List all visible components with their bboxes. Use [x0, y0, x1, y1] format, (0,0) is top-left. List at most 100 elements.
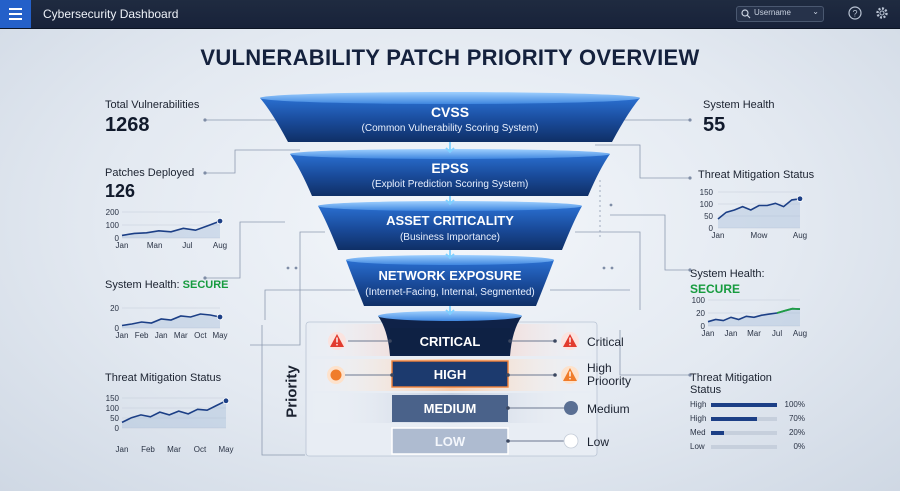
series-area	[122, 314, 220, 328]
x-tick-label: Aug	[793, 329, 807, 338]
x-tick-label: Jan	[155, 331, 168, 340]
funnel-subtitle-asset: (Business Importance)	[399, 232, 501, 243]
y-tick-label: 100	[106, 404, 120, 413]
priority-label-critical: CRITICAL	[419, 334, 481, 349]
series-line	[717, 198, 801, 220]
search-icon	[741, 9, 751, 19]
chevron-down-icon[interactable]: ⌄	[812, 7, 819, 16]
warning-icon	[561, 366, 579, 384]
mitigation-bar-track	[711, 431, 777, 435]
right-system-health-value: 55	[703, 114, 726, 136]
medium-dot-icon	[564, 401, 578, 415]
funnel-title-epss: EPSS	[431, 160, 469, 176]
page-title: VULNERABILITY PATCH PRIORITY OVERVIEW	[200, 45, 700, 70]
funnel-title-network: NETWORK EXPOSURE	[378, 268, 522, 283]
series-end-point	[216, 217, 224, 225]
mitigation-bar-track	[711, 445, 777, 449]
priority-box-low[interactable]	[391, 427, 509, 455]
search-placeholder: Username	[754, 8, 791, 17]
legend-low: Low	[587, 435, 610, 449]
priority-box-high[interactable]	[391, 360, 509, 388]
mitigation-bar-fill	[711, 417, 758, 421]
menu-button[interactable]	[0, 0, 31, 28]
left-system-health-label: System Health: SECURE	[105, 279, 228, 291]
total-vulnerabilities-value: 1268	[105, 114, 150, 136]
mitigation-row-label: Med	[690, 428, 706, 437]
priority-label-medium: MEDIUM	[423, 401, 477, 416]
y-tick-label: 20	[696, 309, 705, 318]
y-tick-label: 0	[709, 224, 714, 233]
mitigation-bar-track	[711, 417, 777, 421]
x-tick-label: Feb	[141, 445, 155, 454]
legend-medium: Medium	[587, 402, 630, 416]
right-system-health2-label: System Health:	[690, 268, 765, 280]
y-tick-label: 150	[106, 394, 120, 403]
mitigation-row-percent: 20%	[788, 428, 805, 437]
x-tick-label: Jan	[116, 331, 129, 340]
priority-box-critical[interactable]	[390, 328, 510, 354]
funnel-segment-network[interactable]	[346, 255, 554, 306]
x-tick-label: Mar	[747, 329, 761, 338]
priority-label-high: HIGH	[433, 367, 467, 382]
flow-arrows	[445, 142, 455, 316]
y-tick-label: 50	[704, 212, 713, 221]
y-tick-label: 50	[110, 414, 119, 423]
app-title: Cybersecurity Dashboard	[43, 7, 179, 21]
series-end-point	[222, 397, 230, 405]
priority-box-medium[interactable]	[392, 395, 508, 422]
x-tick-label: Jan	[725, 329, 738, 338]
y-tick-label: 100	[692, 296, 706, 305]
y-tick-label: 0	[115, 324, 120, 333]
series-area	[122, 221, 220, 238]
funnel-segment-cvss[interactable]	[260, 92, 640, 142]
right-system-health2-status: SECURE	[690, 282, 741, 296]
mitigation-bar-fill	[711, 403, 777, 407]
help-icon[interactable]: ?	[848, 6, 862, 20]
left-system-health-status: SECURE	[182, 279, 229, 291]
funnel-title-cvss: CVSS	[430, 104, 470, 120]
funnel-title-asset: ASSET CRITICALITY	[386, 213, 514, 228]
high-dot-icon	[327, 366, 345, 384]
x-tick-label: May	[218, 445, 233, 454]
gear-icon[interactable]	[875, 6, 889, 20]
right-threat-label: Threat Mitigation Status	[698, 169, 815, 181]
legend-high: High Prioority	[587, 361, 632, 388]
x-tick-label: Jan	[712, 231, 725, 240]
x-tick-label: Mar	[174, 331, 188, 340]
top-bar: Cybersecurity Dashboard Username ⌄ ?	[0, 0, 900, 29]
funnel-subtitle-network: (Internet-Facing, Internal, Segmented)	[365, 287, 535, 298]
x-tick-label: Jul	[182, 241, 192, 250]
mitigation-bar-track	[711, 403, 777, 407]
funnel-segment-asset[interactable]	[318, 201, 582, 250]
right-threat2-label: Threat Mitigation Status	[690, 372, 772, 396]
mitigation-row-percent: 100%	[784, 400, 805, 409]
legend-critical: Critical	[587, 335, 624, 349]
search-input[interactable]: Username ⌄	[736, 6, 824, 22]
series-area	[718, 198, 800, 228]
y-tick-label: 100	[106, 221, 120, 230]
mitigation-row-percent: 70%	[788, 414, 805, 423]
y-tick-label: 0	[701, 322, 706, 331]
right-system-health-label: System Health	[703, 99, 775, 111]
patches-deployed-label: Patches Deployed	[105, 167, 195, 179]
series-end-point	[796, 195, 804, 202]
x-tick-label: Jan	[116, 241, 129, 250]
x-tick-label: Jul	[772, 329, 782, 338]
priority-connectors	[345, 340, 565, 442]
y-tick-label: 20	[110, 304, 119, 313]
y-tick-label: 100	[700, 200, 714, 209]
mitigation-bar-fill	[711, 431, 725, 435]
warning-icon	[561, 332, 579, 350]
series-end-point	[216, 313, 224, 321]
x-tick-label: Mar	[167, 445, 181, 454]
x-tick-label: Jan	[702, 329, 715, 338]
warning-icon	[328, 332, 346, 350]
y-tick-label: 0	[115, 424, 120, 433]
priority-label-low: LOW	[434, 434, 466, 449]
patches-deployed-value: 126	[105, 181, 136, 201]
y-tick-label: 150	[700, 188, 714, 197]
funnel-segment-epss[interactable]	[290, 149, 610, 196]
